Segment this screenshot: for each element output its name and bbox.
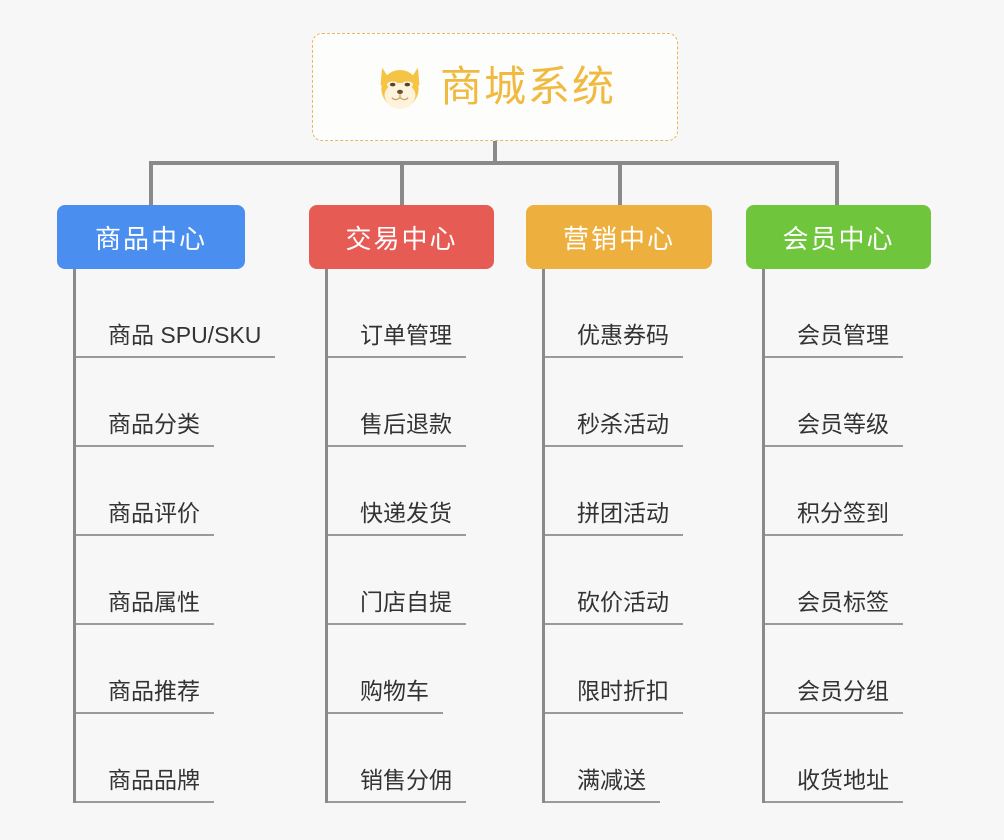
leaf-item[interactable]: 门店自提 <box>328 536 494 625</box>
root-node[interactable]: 商城系统 <box>312 33 678 141</box>
branch-会员中心: 会员中心 会员管理 会员等级 积分签到 会员标签 会员分组 收货地址 <box>746 205 931 803</box>
leaf-item[interactable]: 商品品牌 <box>76 714 245 803</box>
leaf-item[interactable]: 商品属性 <box>76 536 245 625</box>
leaf-item[interactable]: 拼团活动 <box>545 447 712 536</box>
leaf-item[interactable]: 会员管理 <box>765 269 931 358</box>
connector-drop-0 <box>149 161 153 206</box>
root-title: 商城系统 <box>439 63 616 110</box>
leaf-label: 砍价活动 <box>545 591 683 625</box>
branch-header-0[interactable]: 商品中心 <box>57 205 245 269</box>
leaf-label: 商品评价 <box>76 502 214 536</box>
leaf-label: 限时折扣 <box>545 680 683 714</box>
branch-header-1[interactable]: 交易中心 <box>309 205 494 269</box>
branch-交易中心: 交易中心 订单管理 售后退款 快递发货 门店自提 购物车 销售分佣 <box>309 205 494 803</box>
leaf-label: 售后退款 <box>328 413 466 447</box>
leaf-label: 商品 SPU/SKU <box>76 324 276 358</box>
leaf-label: 销售分佣 <box>328 769 466 803</box>
connector-drop-1 <box>400 161 404 206</box>
leaf-item[interactable]: 满减送 <box>545 714 712 803</box>
leaf-item[interactable]: 会员标签 <box>765 536 931 625</box>
leaf-item[interactable]: 商品 SPU/SKU <box>76 269 276 358</box>
branch-header-3[interactable]: 会员中心 <box>746 205 931 269</box>
leaf-item[interactable]: 销售分佣 <box>328 714 494 803</box>
leaf-item[interactable]: 秒杀活动 <box>545 358 712 447</box>
leaf-label: 购物车 <box>328 680 443 714</box>
leaf-label: 会员分组 <box>765 680 903 714</box>
leaf-label: 快递发货 <box>328 502 466 536</box>
leaf-label: 门店自提 <box>328 591 466 625</box>
leaf-item[interactable]: 会员分组 <box>765 625 931 714</box>
leaf-label: 优惠券码 <box>545 324 683 358</box>
leaf-item[interactable]: 快递发货 <box>328 447 494 536</box>
branch-label-3: 会员中心 <box>782 223 895 254</box>
leaf-label: 满减送 <box>545 769 660 803</box>
leaf-item[interactable]: 订单管理 <box>328 269 494 358</box>
branch-营销中心: 营销中心 优惠券码 秒杀活动 拼团活动 砍价活动 限时折扣 满减送 <box>526 205 712 803</box>
connector-bus <box>149 161 839 165</box>
connector-drop-2 <box>618 161 622 206</box>
leaf-label: 商品分类 <box>76 413 214 447</box>
leaf-list-3: 会员管理 会员等级 积分签到 会员标签 会员分组 收货地址 <box>762 269 931 803</box>
leaf-item[interactable]: 购物车 <box>328 625 494 714</box>
leaf-label: 会员等级 <box>765 413 903 447</box>
leaf-label: 积分签到 <box>765 502 903 536</box>
leaf-list-1: 订单管理 售后退款 快递发货 门店自提 购物车 销售分佣 <box>325 269 494 803</box>
leaf-item[interactable]: 商品评价 <box>76 447 245 536</box>
leaf-label: 秒杀活动 <box>545 413 683 447</box>
branch-label-0: 商品中心 <box>94 223 207 254</box>
branch-商品中心: 商品中心 商品 SPU/SKU 商品分类 商品评价 商品属性 商品推荐 商品品牌 <box>57 205 276 803</box>
leaf-label: 商品属性 <box>76 591 214 625</box>
leaf-item[interactable]: 售后退款 <box>328 358 494 447</box>
leaf-item[interactable]: 商品推荐 <box>76 625 245 714</box>
leaf-label: 收货地址 <box>765 769 903 803</box>
leaf-label: 会员管理 <box>765 324 903 358</box>
leaf-label: 商品推荐 <box>76 680 214 714</box>
leaf-label: 商品品牌 <box>76 769 214 803</box>
leaf-item[interactable]: 优惠券码 <box>545 269 712 358</box>
leaf-item[interactable]: 商品分类 <box>76 358 245 447</box>
leaf-item[interactable]: 收货地址 <box>765 714 931 803</box>
connector-drop-3 <box>835 161 839 206</box>
leaf-list-2: 优惠券码 秒杀活动 拼团活动 砍价活动 限时折扣 满减送 <box>542 269 712 803</box>
branch-label-2: 营销中心 <box>562 223 675 254</box>
leaf-item[interactable]: 砍价活动 <box>545 536 712 625</box>
leaf-label: 拼团活动 <box>545 502 683 536</box>
leaf-label: 会员标签 <box>765 591 903 625</box>
shiba-dog-icon <box>380 67 420 109</box>
branch-label-1: 交易中心 <box>345 223 458 254</box>
leaf-label: 订单管理 <box>328 324 466 358</box>
leaf-item[interactable]: 限时折扣 <box>545 625 712 714</box>
leaf-list-0: 商品 SPU/SKU 商品分类 商品评价 商品属性 商品推荐 商品品牌 <box>73 269 276 803</box>
branch-header-2[interactable]: 营销中心 <box>526 205 712 269</box>
leaf-item[interactable]: 积分签到 <box>765 447 931 536</box>
connector-root-stem <box>493 141 497 164</box>
leaf-item[interactable]: 会员等级 <box>765 358 931 447</box>
